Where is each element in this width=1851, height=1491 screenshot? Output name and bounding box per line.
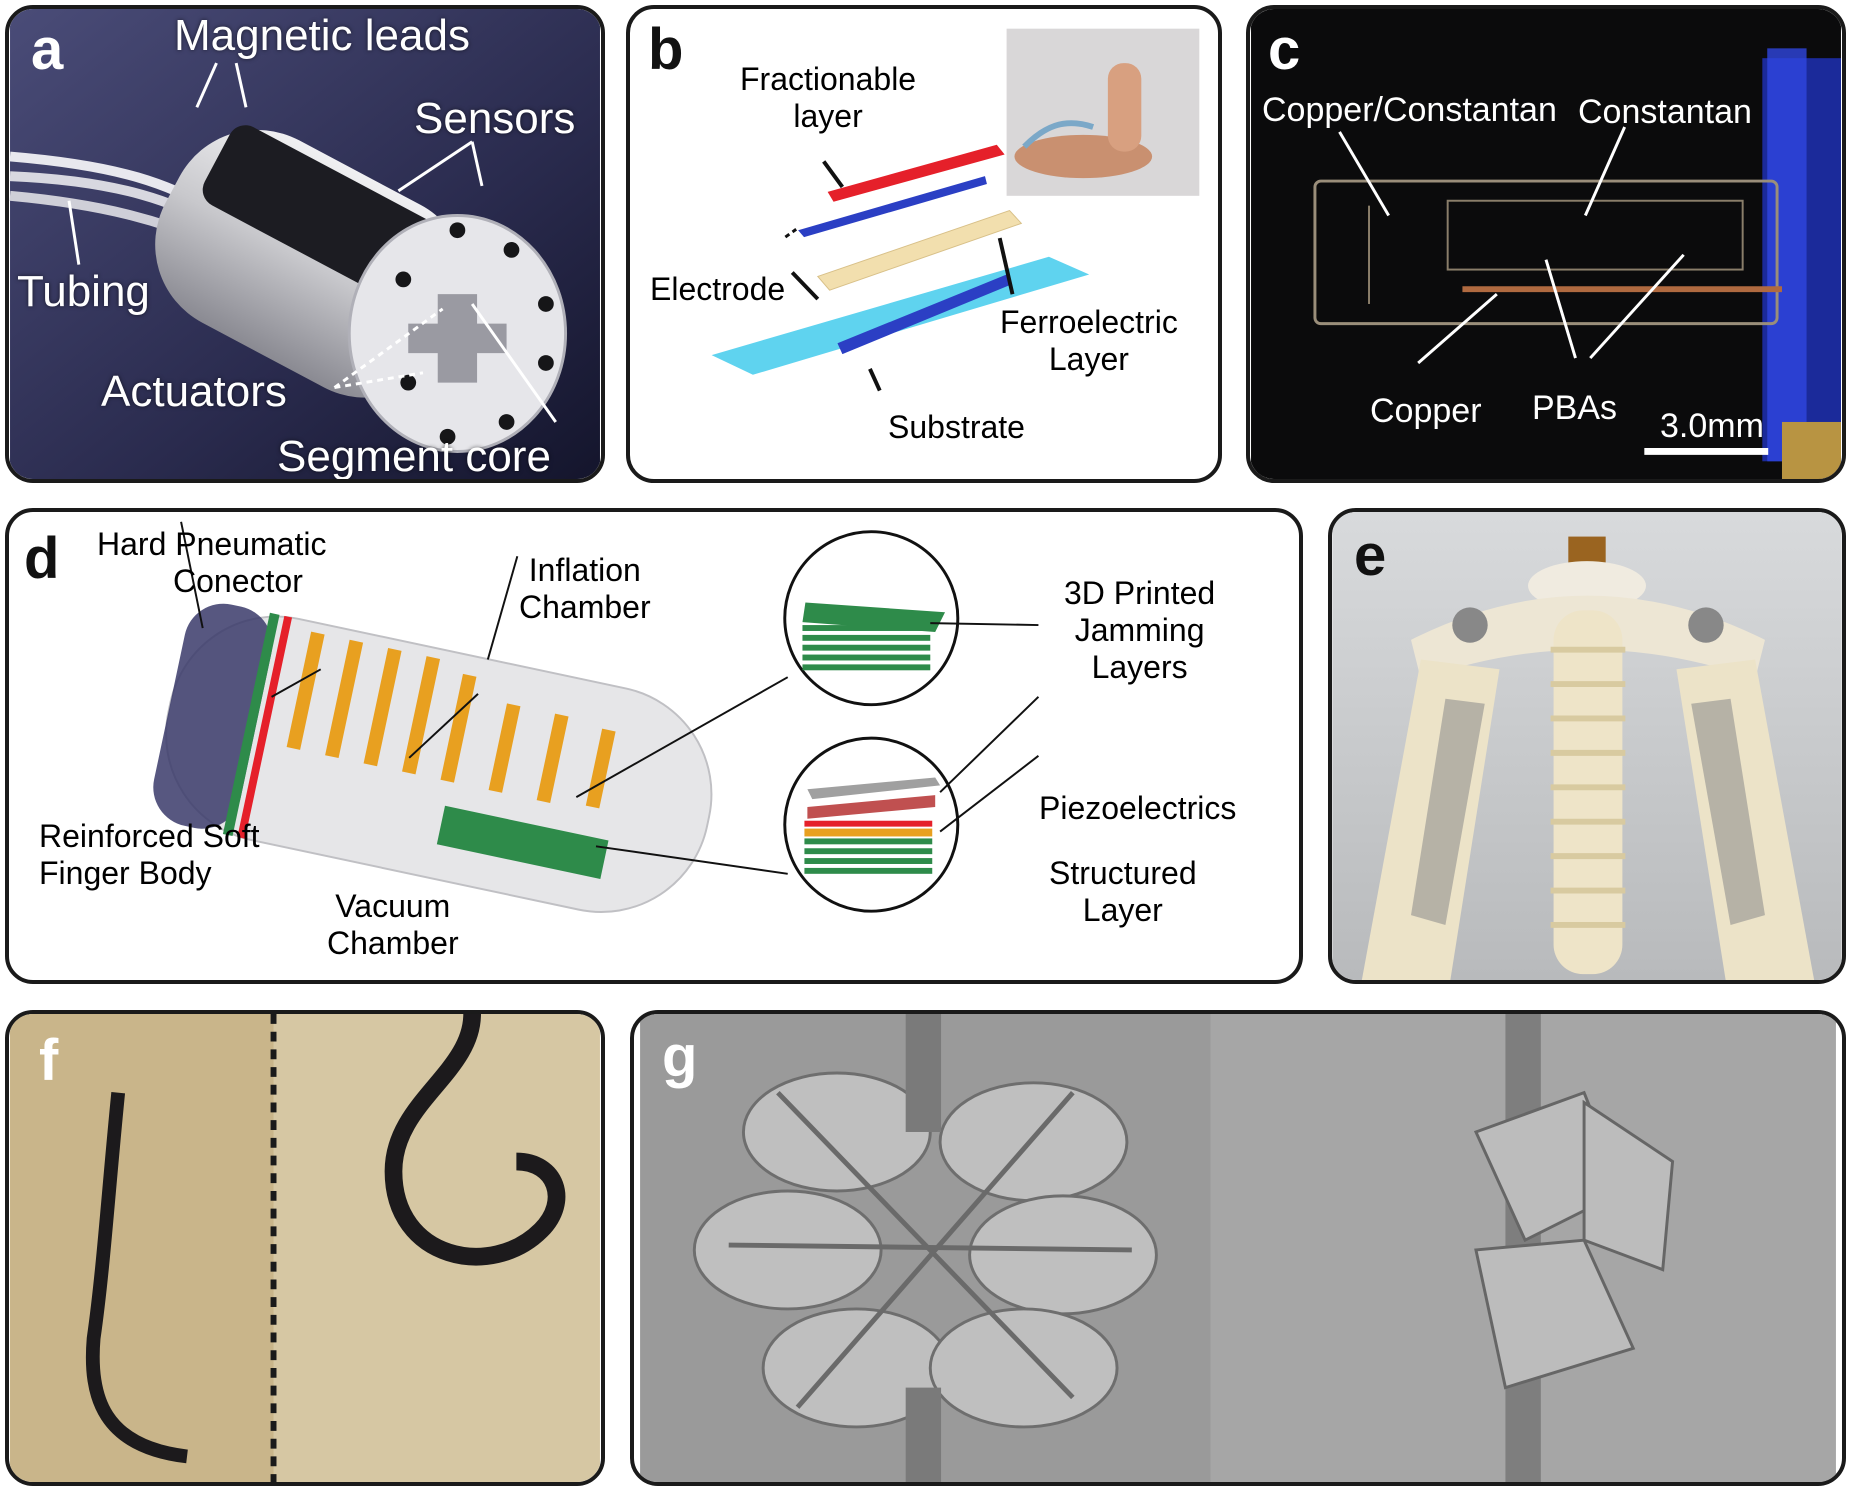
label-piezoelectrics: Piezoelectrics (1039, 790, 1237, 826)
label-copper-constantan: Copper/Constantan (1262, 91, 1557, 129)
soft-robot-segment-photo (9, 9, 600, 479)
panel-label: b (648, 17, 684, 82)
thermocouple-sensor-photo (1251, 9, 1841, 479)
panel-g: g (630, 1010, 1846, 1486)
panel-b: b Fractionable layer Electrode Ferroelec… (626, 5, 1222, 483)
jamming-finger-cutaway-diagram (153, 521, 1040, 913)
label-reinforced-soft-finger-body: Reinforced Soft Finger Body (39, 818, 260, 891)
ferroelectric-layer-diagram (711, 28, 1200, 392)
label-pbas: PBAs (1532, 389, 1618, 427)
panel-e: e (1328, 508, 1846, 984)
label-sensors: Sensors (414, 94, 576, 143)
label-structured-layer: Structured Layer (1049, 855, 1197, 928)
panel-f: f (5, 1010, 605, 1486)
panel-c: c Copper/Constantan Constantan Copper PB… (1246, 5, 1846, 483)
label-magnetic-leads: Magnetic leads (174, 11, 470, 60)
panel-label: c (1268, 17, 1301, 82)
label-constantan: Constantan (1578, 93, 1752, 131)
label-vacuum-chamber: Vacuum Chamber (327, 888, 459, 961)
soft-gripper-photo (1332, 512, 1842, 980)
label-copper: Copper (1370, 392, 1482, 430)
label-tubing: Tubing (17, 267, 150, 316)
curling-actuator-photo (10, 1014, 600, 1482)
label-substrate: Substrate (888, 409, 1025, 445)
label-hard-pneumatic-connector: Hard Pneumatic Conector (97, 526, 327, 599)
label-actuators: Actuators (101, 367, 287, 416)
label-3d-printed-jamming-layers: 3D Printed Jamming Layers (1064, 575, 1216, 685)
panel-label: e (1354, 523, 1387, 588)
scale-bar-label: 3.0mm (1660, 407, 1764, 445)
label-segment-core: Segment core (277, 432, 551, 481)
panel-a: a Magnetic leads Sensors Tubing Actuator… (5, 5, 605, 483)
panel-label: g (662, 1024, 698, 1089)
label-electrode: Electrode (650, 271, 786, 307)
origami-gripper-photo (640, 1014, 1836, 1482)
label-inflation-chamber: Inflation Chamber (519, 552, 651, 625)
panel-label: d (24, 526, 60, 591)
panel-label: f (39, 1028, 59, 1093)
panel-label: a (31, 17, 64, 82)
label-fractionable-layer: Fractionable layer (740, 61, 917, 134)
label-ferroelectric-layer: Ferroelectric Layer (1000, 304, 1178, 377)
panel-d: d Hard Pneumatic Conector Inflation Cham… (5, 508, 1303, 984)
